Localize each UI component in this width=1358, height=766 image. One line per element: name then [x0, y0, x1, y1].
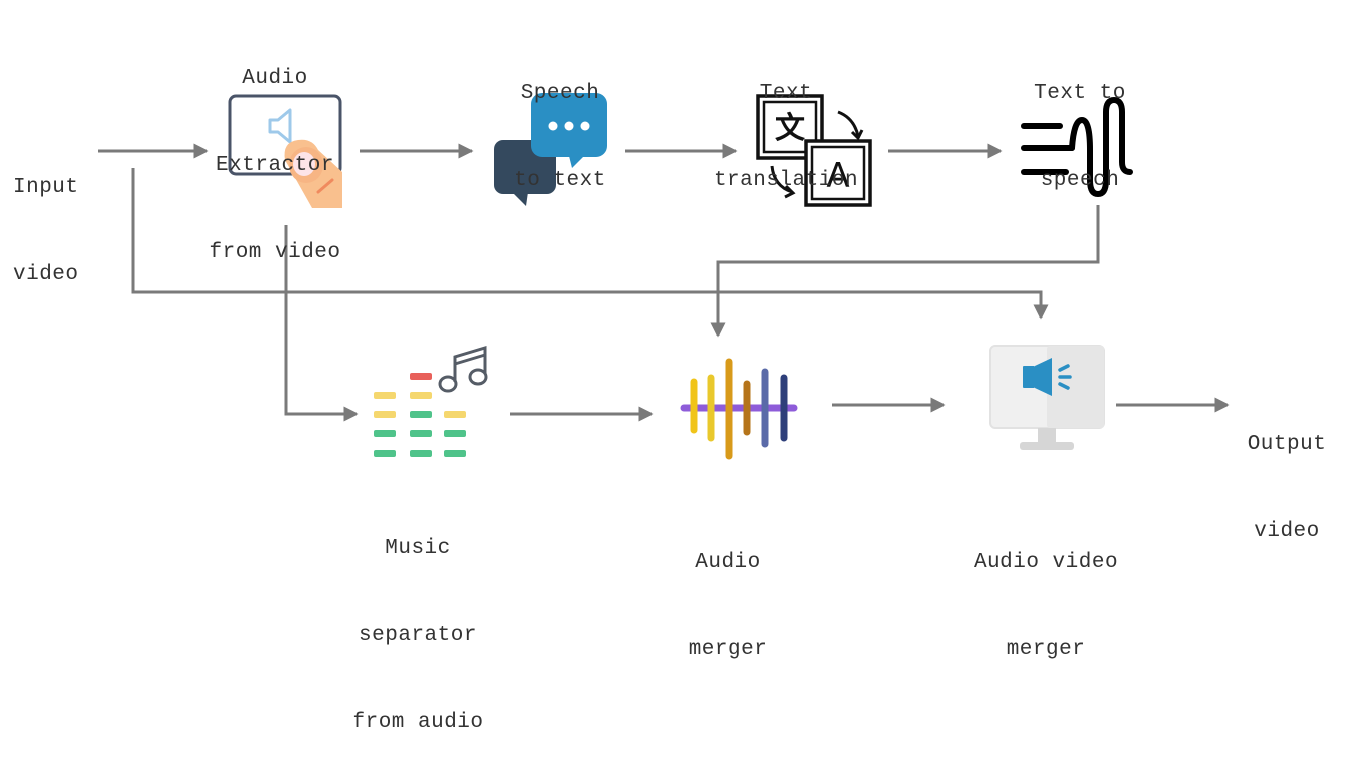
arrow-extractor-to-music-separator	[284, 225, 359, 422]
input-video-label: Input video	[13, 176, 79, 286]
audio-video-merger-label: Audio video merger	[973, 551, 1119, 661]
audio-merger-label: Audio merger	[688, 551, 768, 661]
text-translation-label: Text translation	[713, 82, 859, 192]
arrow-tts-to-audio-merger	[710, 205, 1100, 338]
hand-tap-audio-icon	[228, 94, 342, 208]
music-separator-label: Music separator from audio	[352, 537, 484, 734]
translate-source-glyph: 文	[775, 111, 805, 146]
monitor-speaker-icon	[989, 345, 1105, 450]
speech-to-text-label: Speech to text	[514, 82, 606, 192]
equalizer-music-icon	[374, 345, 488, 457]
voice-wave-icon	[1021, 96, 1133, 198]
speech-bubbles-icon	[494, 93, 607, 206]
sound-wave-icon	[680, 358, 798, 460]
text-to-speech-label: Text to speech	[1034, 82, 1126, 192]
pipeline-diagram: 文 A	[98, 93, 1230, 460]
translate-target-glyph: A	[826, 156, 849, 196]
arrow-input-to-av-merger	[131, 168, 1049, 320]
translate-icon: 文 A	[756, 94, 872, 207]
audio-extractor-label: Audio Extractor from video	[209, 67, 341, 264]
connectors	[98, 143, 1230, 422]
output-video-label: Output video	[1247, 433, 1327, 543]
